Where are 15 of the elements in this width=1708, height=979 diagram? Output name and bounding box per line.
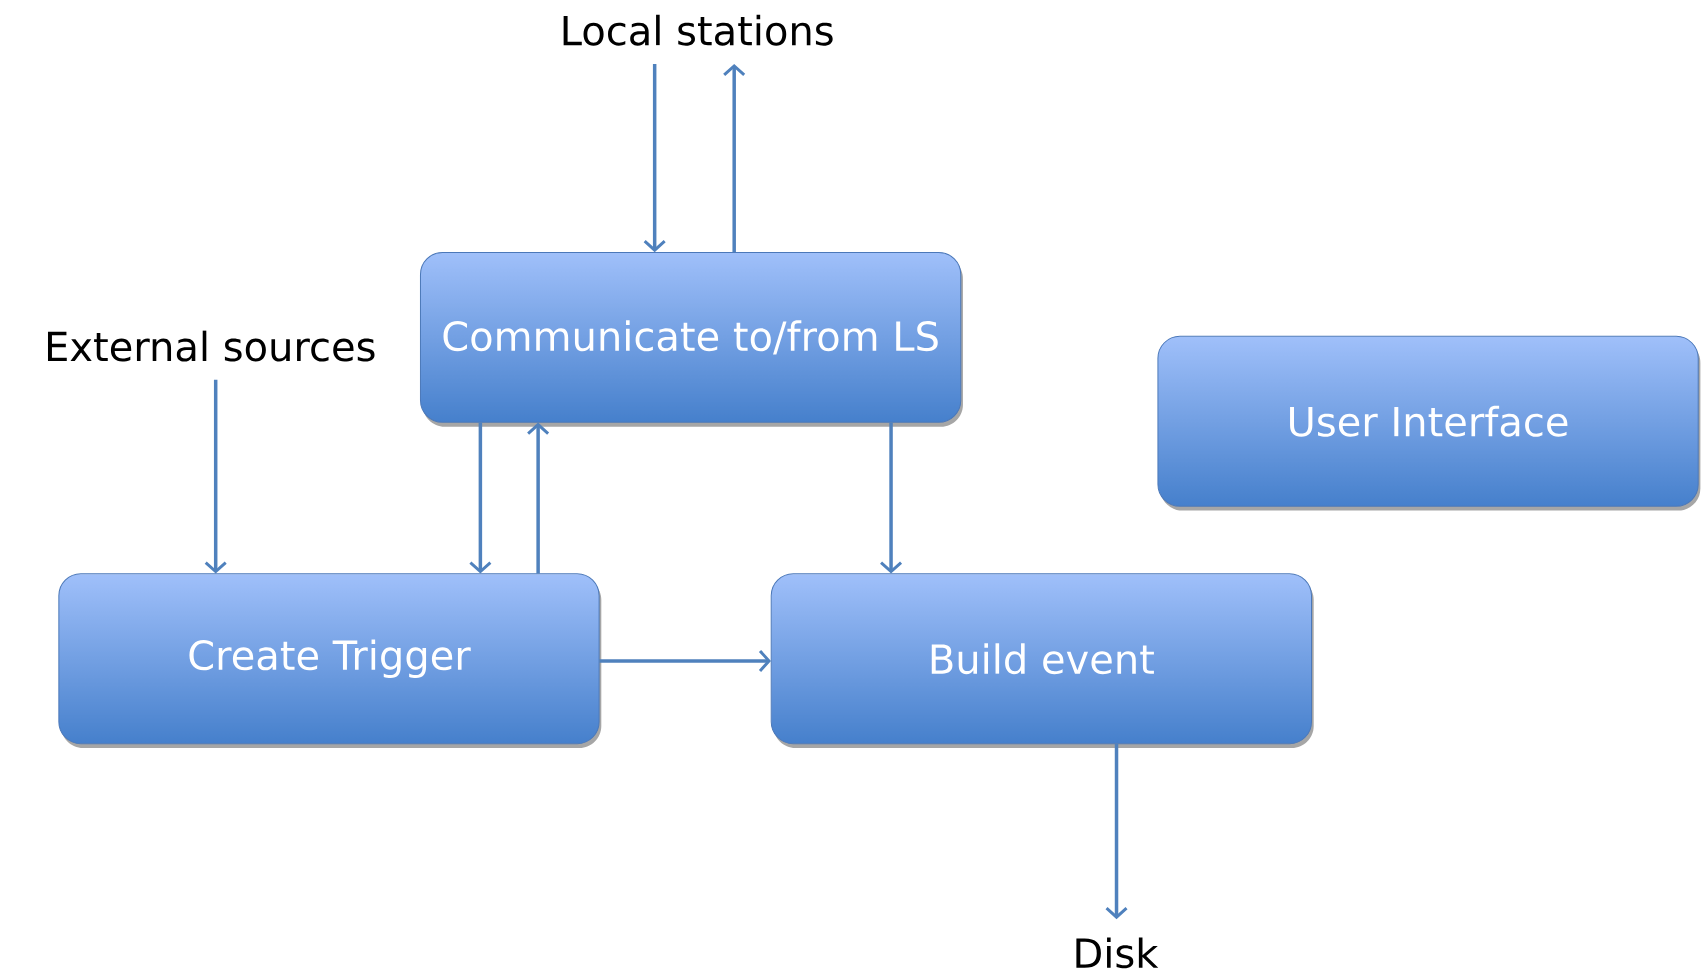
arrow xyxy=(880,422,903,574)
text-label: Disk xyxy=(1076,937,1159,969)
arrow xyxy=(527,422,550,574)
arrow xyxy=(723,63,746,253)
process-box: Communicate to/from LS xyxy=(419,251,963,427)
text-label: External sources xyxy=(48,330,375,362)
process-box: User Interface xyxy=(1157,335,1701,511)
arrow xyxy=(204,379,227,574)
arrow xyxy=(643,63,666,253)
arrow xyxy=(1105,743,1128,920)
text-label: Local stations xyxy=(563,14,833,46)
process-box: Build event xyxy=(770,573,1314,749)
arrow xyxy=(469,422,492,574)
process-box: Create Trigger xyxy=(58,573,602,749)
arrow xyxy=(599,649,772,672)
